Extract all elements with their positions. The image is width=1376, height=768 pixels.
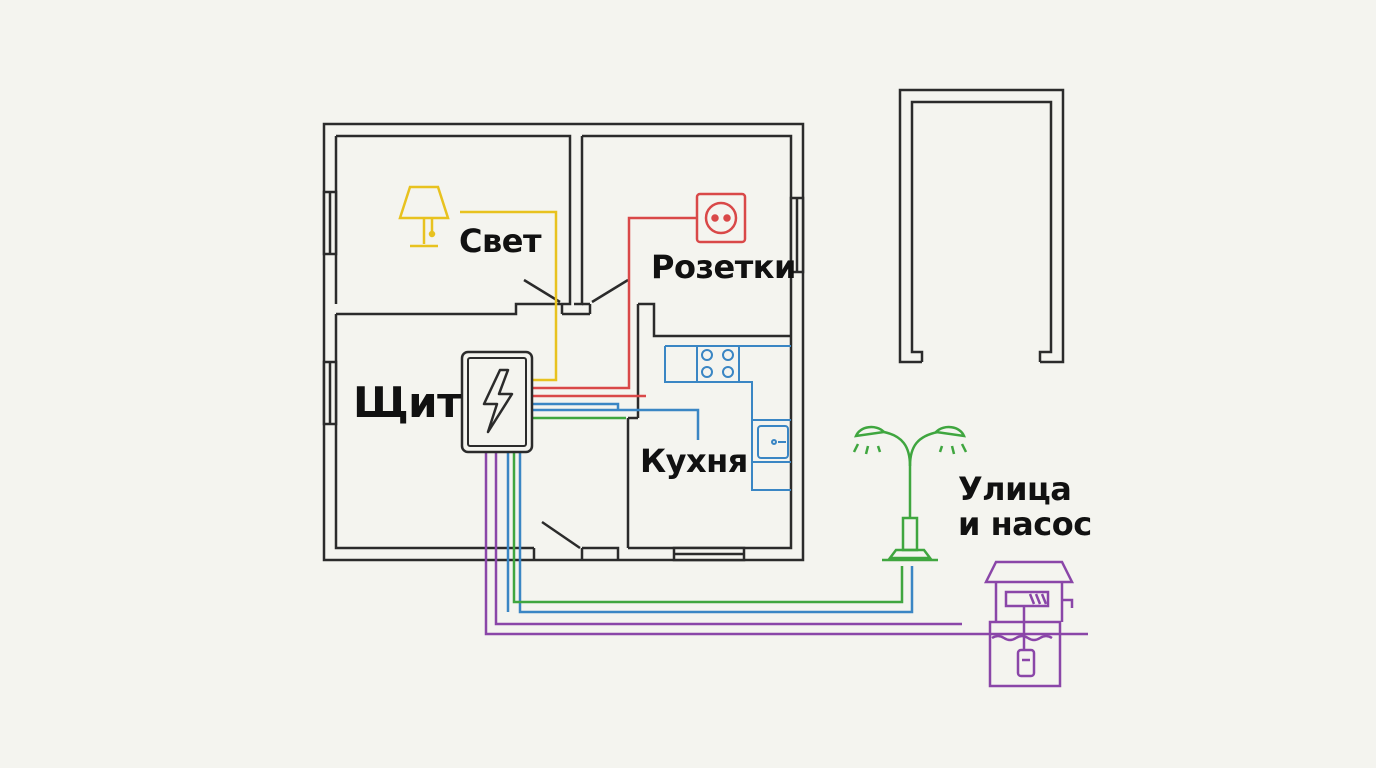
light-circuit	[398, 185, 558, 382]
street-label-line1: Улица	[958, 470, 1072, 508]
kitchen-furniture	[664, 345, 791, 491]
sockets-label: Розетки	[651, 248, 796, 286]
table-lamp-icon	[398, 185, 450, 248]
well-pump-icon	[983, 560, 1075, 688]
outbuilding	[898, 88, 1065, 364]
lightning-bolt-icon	[460, 350, 534, 454]
panel-label: Щит	[353, 378, 461, 427]
kitchen-label: Кухня	[640, 442, 748, 480]
pump-circuit	[484, 452, 1088, 688]
stove-icon	[696, 345, 740, 383]
kitchen-circuit	[506, 402, 914, 614]
street-lamp-icon	[852, 425, 968, 562]
wall-socket-icon	[695, 192, 747, 244]
street-pump-label: Улица и насос	[958, 472, 1092, 542]
sink-icon	[757, 425, 789, 459]
street-light-circuit	[512, 416, 968, 604]
street-label-line2: и насос	[958, 505, 1092, 543]
socket-circuit	[532, 192, 747, 398]
house-walls	[322, 122, 805, 562]
light-label: Свет	[459, 222, 541, 260]
